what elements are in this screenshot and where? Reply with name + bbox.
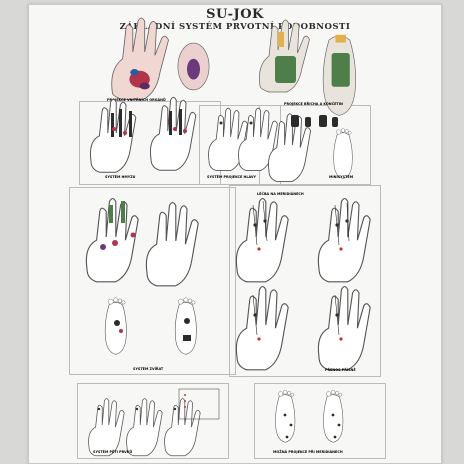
animal-system-figures: [85, 198, 199, 355]
panel-five-elements: [77, 383, 229, 459]
illustrations: PROJEKCE VNITŘNÍCH ORGÁNŮ PROJEKCE BŘICH…: [85, 17, 371, 457]
sujok-poster: SU-JOK ZÁKLADNÍ SYSTÉM PRVOTNÍ PODOBNOST…: [28, 4, 442, 464]
caption-mini-system: MINISYSTÉM: [329, 174, 354, 179]
caption-hand-projection: PROJEKCE VNITŘNÍCH ORGÁNŮ: [107, 97, 166, 102]
foot-green-projection: [322, 34, 356, 116]
panel-animal-system: [69, 187, 236, 375]
five-elements-hands: [88, 388, 220, 457]
caption-meridians-note: PŘENOS PŘÍSNĚ: [325, 367, 356, 372]
meridian-hands: [235, 198, 371, 371]
caption-head-projection: SYSTÉM PROJEKCE HLAVY: [207, 174, 257, 179]
caption-five-elements-right: MOŽNÁ PROJEKCE PŘI MERIDIÁNECH: [273, 449, 343, 454]
poster-title: SU-JOK: [206, 7, 264, 22]
caption-hand-foot-projection: PROJEKCE BŘICHA A KONČETIN: [284, 101, 343, 106]
mini-system-figures: [268, 113, 353, 182]
caption-meridians-title: LÉČBA NA MERIDIÁNECH: [257, 191, 304, 196]
foot-organ-projection: [177, 42, 210, 91]
insect-system-hands: [89, 96, 197, 173]
caption-five-elements-left: SYSTÉM PĚTI PRVKŮ: [93, 449, 132, 454]
caption-insect-system: SYSTÉM HMYZU: [105, 174, 136, 179]
hand-organ-projection: [111, 17, 169, 101]
panel-meridians: [229, 185, 381, 377]
poster-subtitle: ZÁKLADNÍ SYSTÉM PRVOTNÍ PODOBNOSTI: [119, 22, 351, 32]
meridian-feet: [275, 390, 344, 443]
caption-animal-system: SYSTÉM ZVÍŘAT: [133, 366, 164, 371]
panel-meridian-feet: [254, 383, 386, 459]
hand-green-projection: [259, 19, 310, 93]
head-projection-hands: [208, 107, 278, 172]
